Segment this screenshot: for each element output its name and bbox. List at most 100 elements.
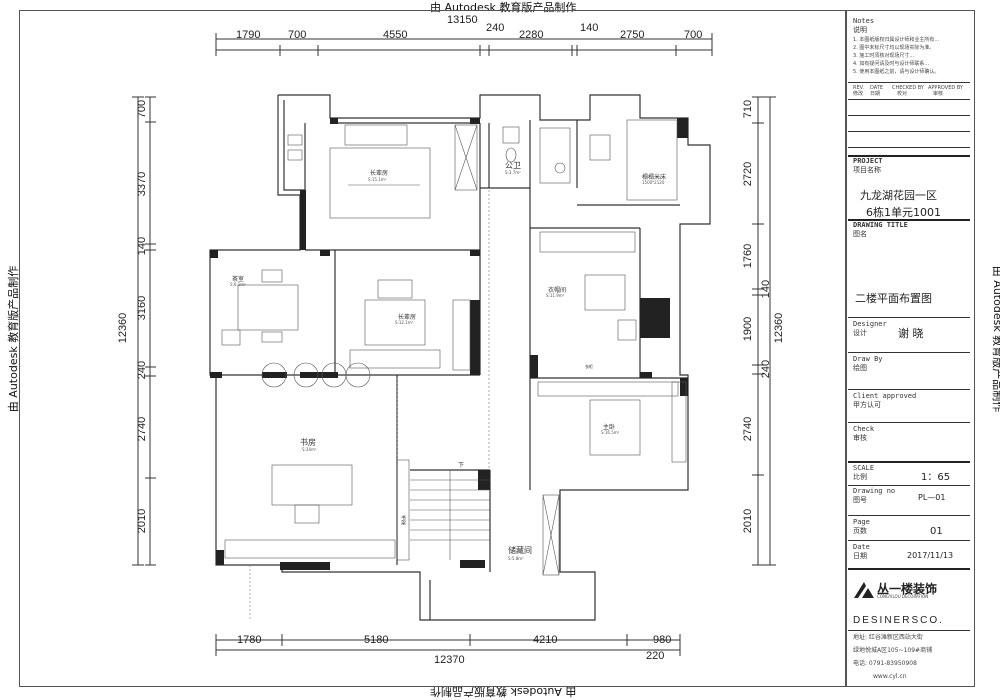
room-area: S:11.9m² [546,293,565,298]
tb-divider [848,389,970,390]
scale-label: SCALE [853,464,875,472]
note-line: 2. 图中未标尺寸均以现场实际为准。 [853,45,935,51]
dim-right-seg: 2720 [742,161,754,187]
page-cn: 页数 [853,527,867,535]
dim-left-seg: 2010 [136,508,148,534]
dim-left-seg: 240 [136,360,148,380]
room-area: S:15.1m² [368,177,387,182]
room-label: 书架 [400,515,406,525]
page: 01 [930,526,943,537]
dim-left-seg: 2740 [136,416,148,442]
room-area: S:34m² [302,447,317,452]
project-name-1: 九龙湖花园一区 [860,189,937,202]
drawing-no-label: Drawing no [853,487,896,495]
room-area: S:5.8m² [508,556,524,561]
dim-bottom-seg: 1780 [237,634,262,646]
drawby-label: Draw By [853,355,883,363]
dim-top-total: 13150 [447,14,478,26]
designer: 谢 晓 [898,327,924,340]
room-label: 长辈房 [398,314,417,321]
tb-divider [848,568,970,570]
dim-bottom-seg: 4210 [533,634,558,646]
room-label: 榻榻米床 [642,174,667,181]
tb-divider [848,317,970,318]
dim-bottom-total: 12370 [434,654,465,666]
page-label: Page [853,518,870,526]
sheet-border [19,10,847,687]
dim-right-seg: 1900 [742,316,754,342]
room-area: S:12.1m² [395,320,414,325]
room-area: S:16.5m² [601,430,620,435]
rev-header-cn: 修改 [853,91,864,97]
project-name-2: 6栋1单元1001 [866,206,941,219]
company-name: 丛一楼装饰 [877,582,938,596]
tb-divider [848,99,970,100]
dim-top-seg: 700 [684,29,703,41]
company-en: CONGYILOU DECORATION [877,594,929,599]
dim-top-seg: 4550 [383,29,408,41]
scale: 1：65 [921,472,951,483]
drawing-title-cn: 图名 [853,230,867,238]
check-cn: 审核 [853,434,867,442]
room-label: 衣帽间 [548,287,567,294]
dim-right-seg: 240 [760,359,772,379]
tb-divider [848,515,970,516]
dim-top-seg: 240 [486,22,505,34]
room-label: 主卧 [603,424,616,431]
room-label: 书房 [300,438,316,447]
tb-divider [848,352,970,353]
room-label: 衣柜 [585,364,593,369]
floor-plan [132,33,776,656]
room-area: S:3.7m² [505,170,521,175]
project-label: PROJECT [853,157,883,165]
tb-divider [848,219,970,221]
tb-divider [848,630,970,631]
room-area: S:6.1m² [230,282,246,287]
tb-divider [848,115,970,116]
dim-top-seg: 2280 [519,29,544,41]
address-line: 地址: 红谷滩新区西站大街 [853,634,923,641]
date: 2017/11/13 [907,551,954,560]
designer-label: Designer [853,320,887,328]
watermark-right: 由 Autodesk 教育版产品制作 [991,266,1000,413]
company-sub: DESINERSCO. [853,615,944,626]
room-label: 下 [458,462,465,469]
company-logo-icon [854,582,874,598]
client-cn: 甲方认可 [853,401,881,409]
dim-left-seg: 3160 [136,295,148,321]
note-line: 1. 本图纸版权归属设计师和业主所有... [853,37,940,43]
scale-cn: 比例 [853,473,867,481]
dim-bottom-seg: 980 [653,634,672,646]
tb-divider [848,147,970,148]
address-line: 电话: 0791-83950908 [853,660,917,667]
check-label: Check [853,425,875,433]
drawing-title: 二楼平面布置图 [855,292,932,305]
notes-title: Notes [853,17,875,25]
dim-right-seg: 140 [760,279,772,299]
dim-left-total: 12360 [117,312,129,344]
tb-divider [848,422,970,423]
dim-right-seg: 1760 [742,243,754,269]
dim-left-seg: 700 [136,99,148,119]
dim-top-seg: 2750 [620,29,645,41]
room-label: 茶室 [232,276,245,283]
room-label: 公卫 [505,161,521,170]
dim-top-seg: 1790 [236,29,261,41]
tb-divider [848,461,970,463]
rev-header: CHECKED BY [892,85,924,91]
designer-cn: 设计 [853,329,867,337]
note-line: 3. 施工时须核对现场尺寸... [853,53,915,59]
dim-right-seg: 2740 [742,416,754,442]
address-line: 绿地悦城A区105~109#商铺 [853,647,933,654]
room-label: 长辈房 [370,170,389,177]
note-line: 4. 如有疑问请及时与设计师联系... [853,61,930,67]
room-area: 1500*2120 [642,180,665,185]
dim-bottom-seg: 5180 [364,634,389,646]
project-cn: 项目名称 [853,166,881,174]
address-line: www.cyl.cn [873,673,907,680]
tb-divider [848,485,970,486]
client-label: Client approved [853,392,917,400]
notes-cn: 说明 [853,26,867,34]
rev-header-cn: 校对 [897,91,908,97]
title-block [845,10,975,687]
